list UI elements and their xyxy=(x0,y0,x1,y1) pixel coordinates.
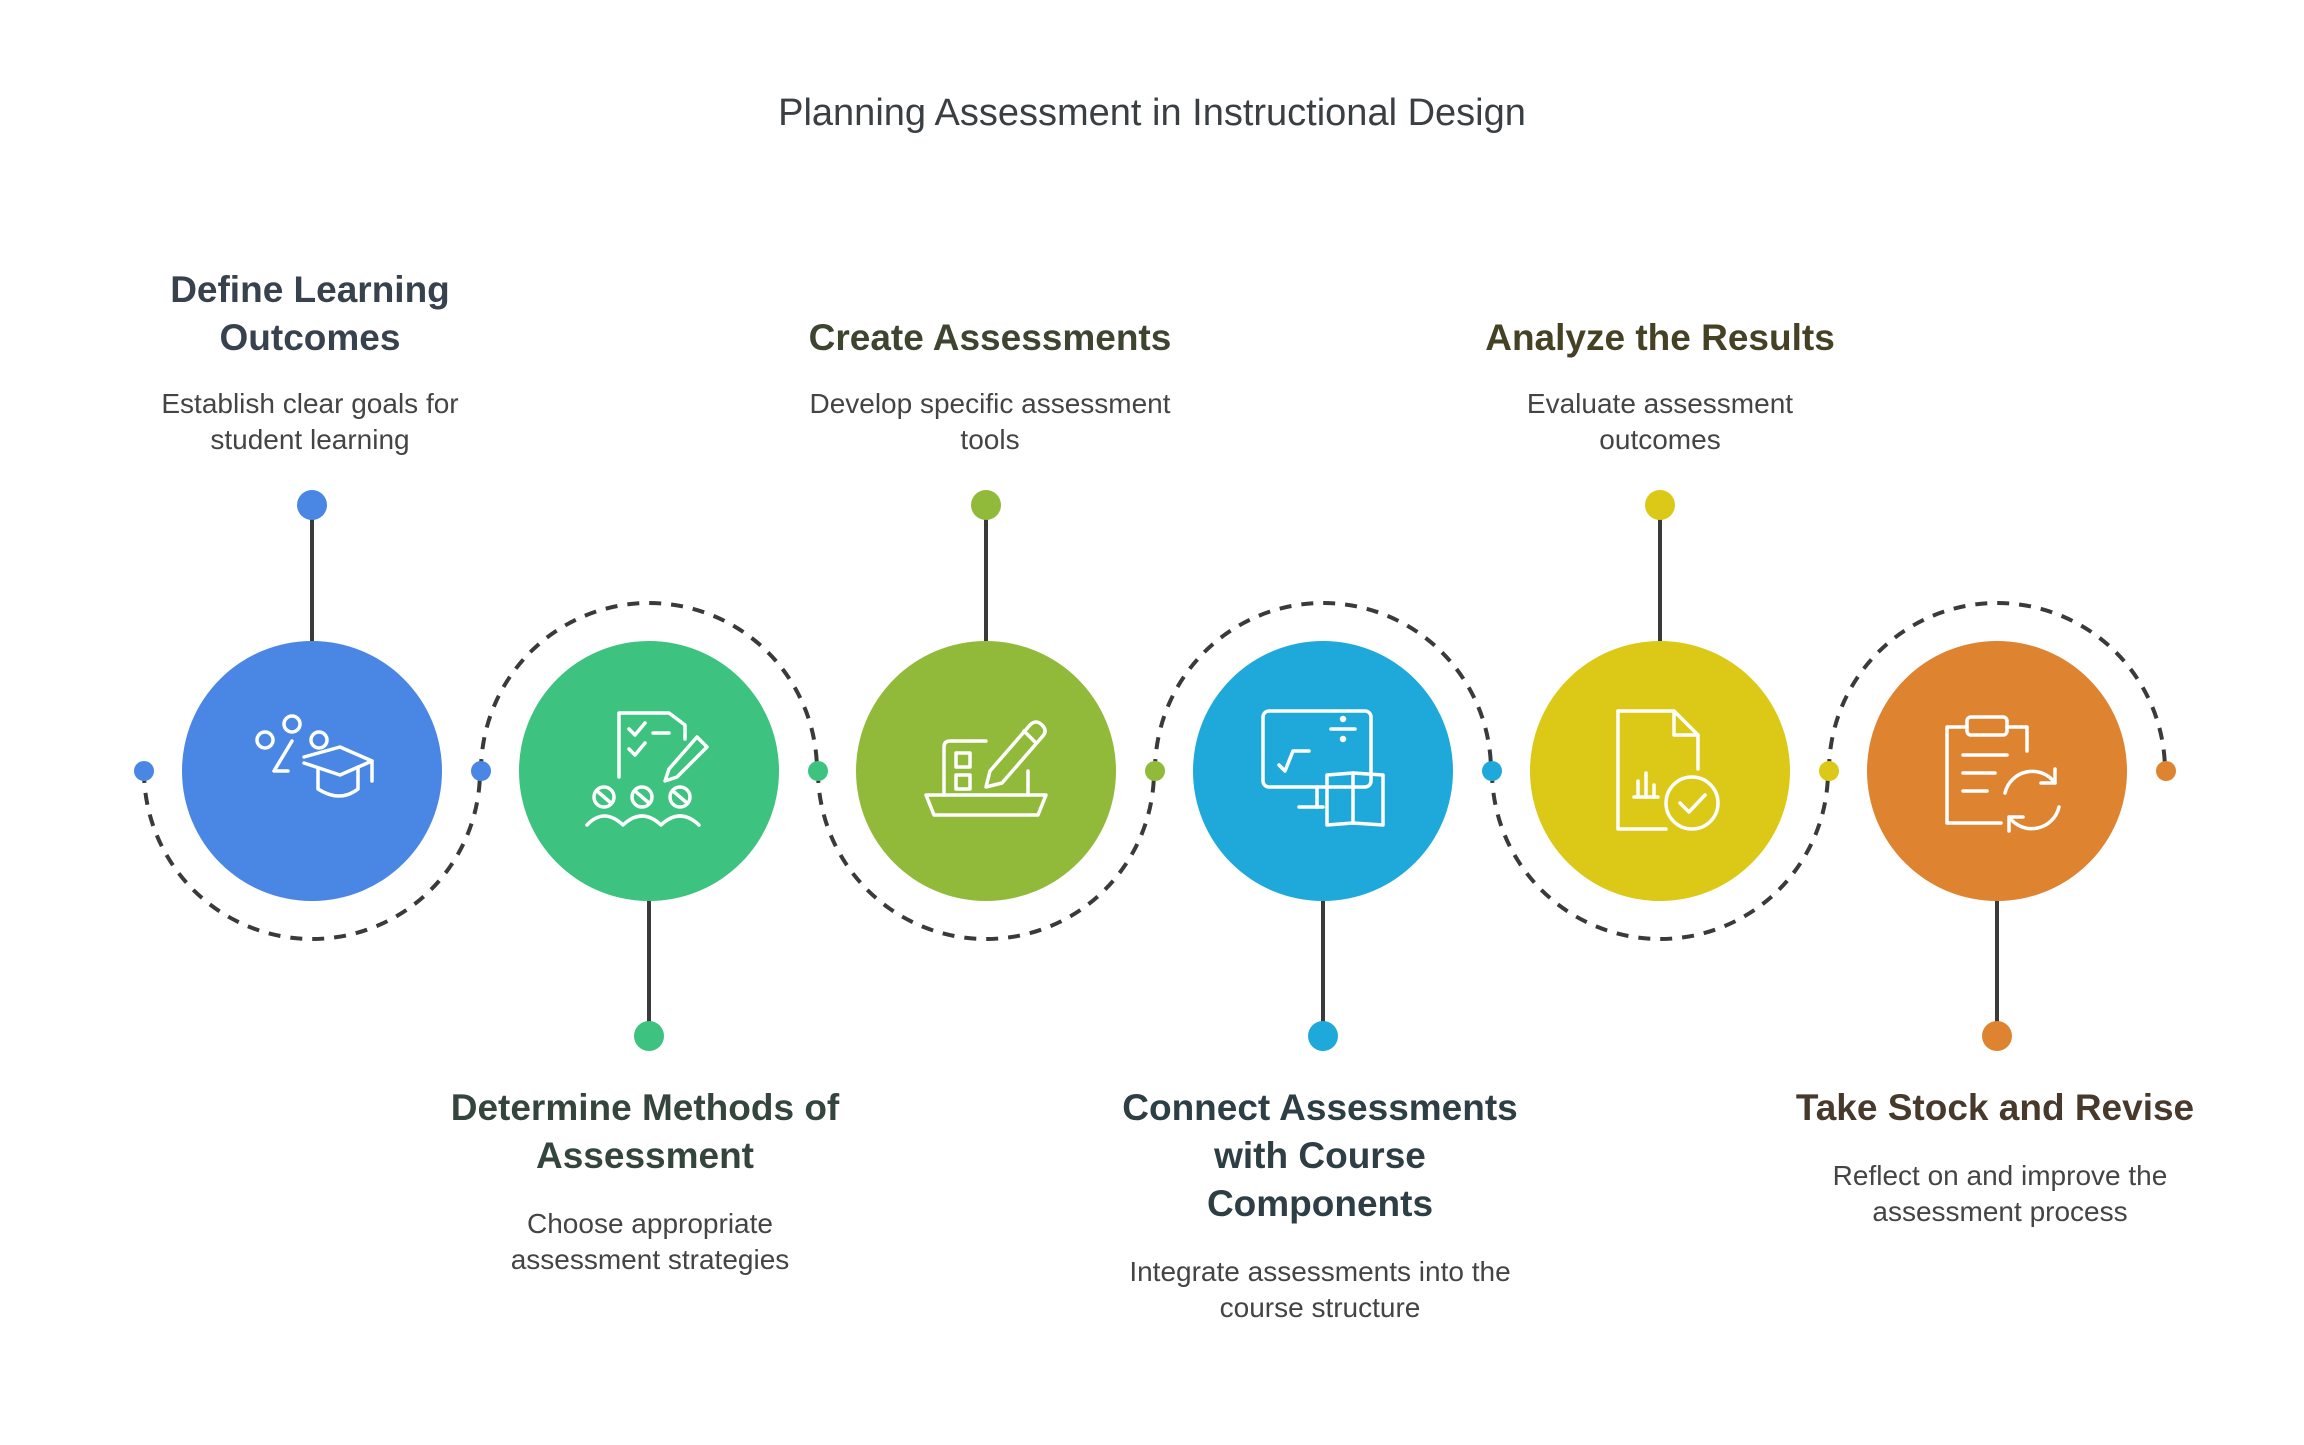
junction-dot xyxy=(2156,761,2176,781)
dashed-connector xyxy=(142,770,482,941)
junction-dot xyxy=(808,761,828,781)
step-circle xyxy=(1193,641,1453,901)
analyze-results-icon xyxy=(1616,709,1720,831)
step-circle xyxy=(182,641,442,901)
junction-dot xyxy=(1819,761,1839,781)
step-circle xyxy=(856,641,1116,901)
step-4-title: Connect Assessments with Course Componen… xyxy=(1122,1087,1518,1224)
step-5-description: Evaluate assessment outcomes xyxy=(1526,388,1794,455)
step-1-title: Define Learning Outcomes xyxy=(170,269,450,358)
step-end-dot xyxy=(297,490,327,520)
step-circle xyxy=(1867,641,2127,901)
create-assessment-icon xyxy=(924,720,1048,817)
step-3-title: Create Assessments xyxy=(808,317,1172,358)
step-4-description: Integrate assessments into the course st… xyxy=(1129,1256,1511,1323)
step-5-title: Analyze the Results xyxy=(1485,317,1835,358)
dashed-connector xyxy=(1827,601,2167,772)
dashed-connector xyxy=(816,770,1156,941)
step-end-dot xyxy=(634,1021,664,1051)
revise-process-icon xyxy=(1945,715,2061,833)
dashed-connector xyxy=(1153,601,1493,772)
connect-components-icon xyxy=(1261,709,1385,827)
assessment-methods-icon xyxy=(585,711,709,827)
junction-dot xyxy=(471,761,491,781)
learning-outcomes-icon xyxy=(255,714,374,798)
step-3-description: Develop specific assessment tools xyxy=(809,388,1171,455)
step-6-description: Reflect on and improve the assessment pr… xyxy=(1832,1160,2168,1227)
step-end-dot xyxy=(1308,1021,1338,1051)
junction-dot xyxy=(134,761,154,781)
step-2-title: Determine Methods of Assessment xyxy=(450,1087,840,1176)
diagram-title: Planning Assessment in Instructional Des… xyxy=(778,92,1526,134)
step-2-description: Choose appropriate assessment strategies xyxy=(510,1208,790,1275)
step-6-title: Take Stock and Revise xyxy=(1795,1087,2195,1128)
junction-dot xyxy=(1145,761,1165,781)
step-circle xyxy=(1530,641,1790,901)
junction-dot xyxy=(1482,761,1502,781)
step-circle xyxy=(519,641,779,901)
dashed-connector xyxy=(479,601,819,772)
step-1-description: Establish clear goals for student learni… xyxy=(161,388,459,455)
step-end-dot xyxy=(1645,490,1675,520)
step-end-dot xyxy=(971,490,1001,520)
dashed-connector xyxy=(1490,770,1830,941)
step-end-dot xyxy=(1982,1021,2012,1051)
